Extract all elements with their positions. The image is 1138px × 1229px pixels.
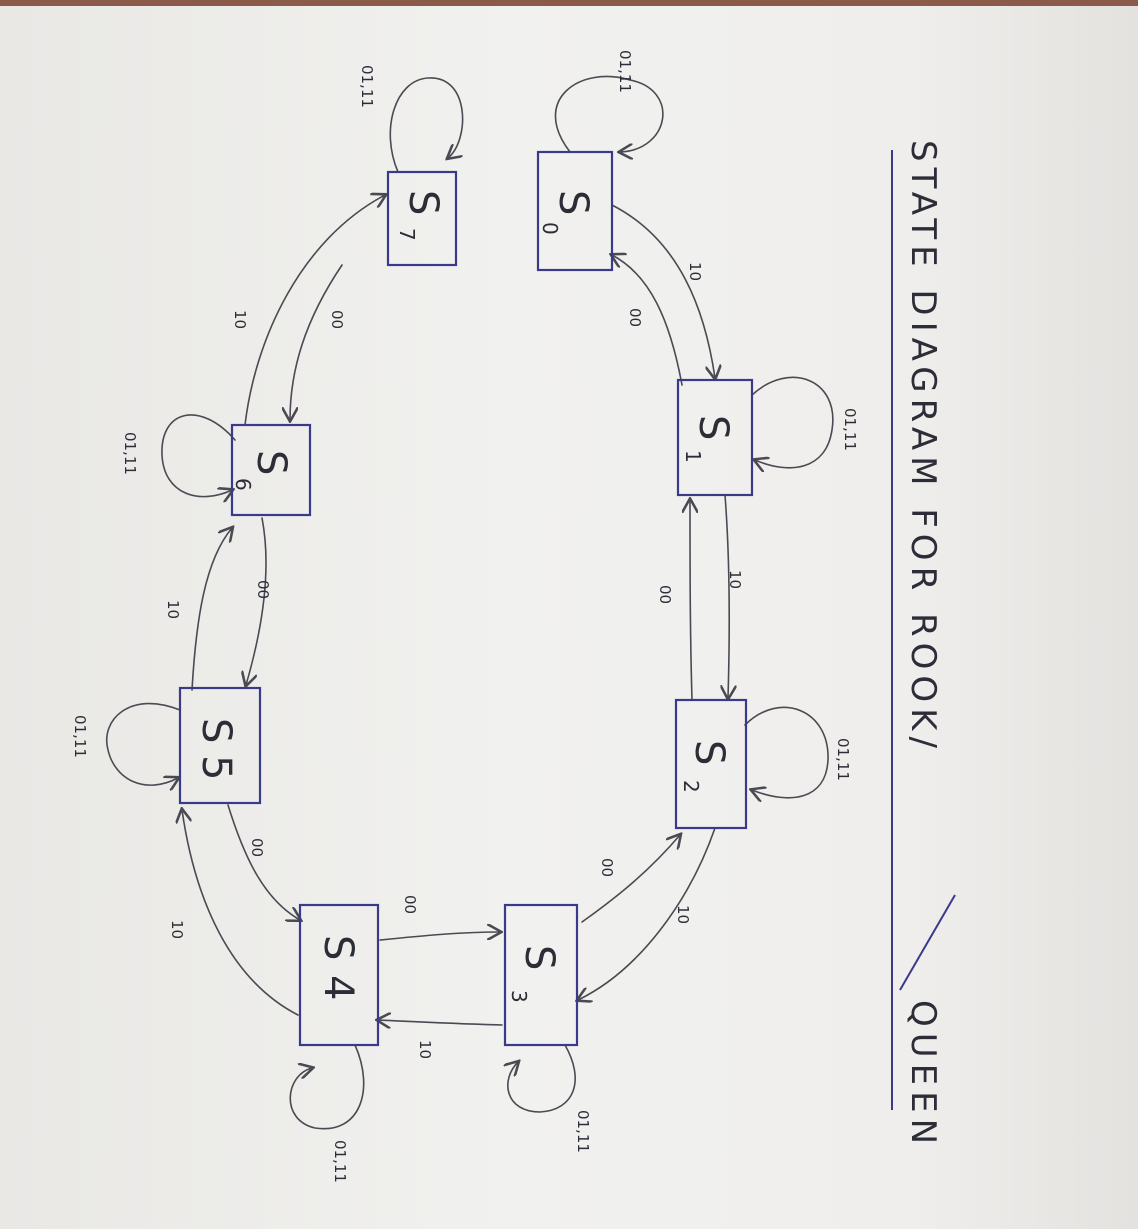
label-self-s0: 01,11 xyxy=(616,50,634,93)
label-s4-s3: 00 xyxy=(401,895,419,914)
state-letter-s2: S xyxy=(686,740,732,765)
state-sub-s4: 4 xyxy=(315,975,361,1000)
state-sub-s0: 0 xyxy=(538,222,562,235)
arrow-s1-s2 xyxy=(725,494,729,698)
label-self-s6: 01,11 xyxy=(121,432,139,475)
label-s6-s7: 10 xyxy=(231,310,249,329)
background-edge xyxy=(0,0,1138,6)
self-loop-s3 xyxy=(508,1044,576,1113)
state-sub-s6: 6 xyxy=(231,478,255,491)
label-self-s4: 01,11 xyxy=(331,1140,349,1183)
self-loop-s2 xyxy=(744,706,829,797)
arrow-s6-s7 xyxy=(244,195,385,426)
label-self-s3: 01,11 xyxy=(574,1110,592,1153)
state-letter-s6: S xyxy=(248,450,294,475)
label-self-s5: 01,11 xyxy=(71,715,89,758)
state-sub-s5: 5 xyxy=(193,755,239,780)
arrow-s1-s0 xyxy=(612,255,683,386)
state-letter-s5: S xyxy=(193,718,239,743)
title-line-2: QUEEN xyxy=(903,1000,943,1150)
self-loops xyxy=(105,75,834,1130)
state-letter-s1: S xyxy=(690,415,736,440)
label-s3-s2: 00 xyxy=(598,858,616,877)
label-s0-s1: 10 xyxy=(686,262,704,281)
arrow-s0-s1 xyxy=(611,204,715,378)
label-s5-s6: 10 xyxy=(164,600,182,619)
state-s2: S 2 xyxy=(674,698,748,830)
transition-labels: 10 00 10 00 10 00 00 10 10 00 00 10 00 1… xyxy=(71,50,859,1183)
label-s2-s1: 00 xyxy=(656,585,674,604)
state-sub-s1: 1 xyxy=(681,450,705,463)
label-s2-s3: 10 xyxy=(674,905,692,924)
self-loop-s7 xyxy=(389,77,464,173)
state-box-s7 xyxy=(386,170,458,267)
title-line-1: STATE DIAGRAM FOR ROOK/ xyxy=(903,140,943,754)
self-loop-s6 xyxy=(161,414,235,497)
label-s4-s5: 10 xyxy=(168,920,186,939)
arrow-s3-s2 xyxy=(581,835,680,923)
self-loop-s1 xyxy=(752,376,834,467)
state-box-s0 xyxy=(536,150,614,272)
title-slash xyxy=(899,894,956,991)
arrow-s4-s5 xyxy=(182,810,299,1016)
state-s5: S 5 xyxy=(178,686,262,805)
self-loop-s0 xyxy=(554,75,664,152)
state-s0: S 0 xyxy=(536,150,614,272)
state-letter-s0: S xyxy=(550,190,596,215)
arrow-s5-s6 xyxy=(191,528,232,691)
state-sub-s2: 2 xyxy=(679,780,703,793)
state-s1: S 1 xyxy=(676,378,754,497)
state-s3: S 3 xyxy=(503,903,579,1047)
state-letter-s7: S xyxy=(400,190,446,215)
label-s1-s0: 00 xyxy=(626,308,644,327)
arrow-s4-s3 xyxy=(379,932,500,941)
arrow-s5-s4 xyxy=(227,804,300,920)
state-box-s3 xyxy=(503,903,579,1047)
arrow-s7-s6 xyxy=(290,264,343,420)
arrow-s2-s1 xyxy=(690,500,692,701)
arrow-s3-s4 xyxy=(378,1020,503,1025)
label-s3-s4: 10 xyxy=(416,1040,434,1059)
state-s4: S 4 xyxy=(298,903,380,1047)
state-box-s6 xyxy=(230,423,312,517)
label-s5-s4: 00 xyxy=(248,838,266,857)
diagram-title: STATE DIAGRAM FOR ROOK/ QUEEN xyxy=(891,140,956,1150)
state-box-s4 xyxy=(298,903,380,1047)
label-self-s1: 01,11 xyxy=(841,408,859,451)
state-sub-s3: 3 xyxy=(507,990,531,1003)
state-letter-s3: S xyxy=(516,945,562,970)
state-s6: S 6 xyxy=(230,423,312,517)
state-box-s1 xyxy=(676,378,754,497)
arrow-s2-s3 xyxy=(578,827,716,1000)
label-s1-s2: 10 xyxy=(726,570,744,589)
label-self-s7: 01,11 xyxy=(358,65,376,108)
arrow-s6-s5 xyxy=(246,517,267,685)
state-sub-s7: 7 xyxy=(395,228,419,241)
transition-arrows xyxy=(182,195,729,1025)
state-box-s2 xyxy=(674,698,748,830)
state-letter-s4: S xyxy=(315,935,361,960)
state-s7: S 7 xyxy=(386,170,458,267)
label-s6-s5: 00 xyxy=(254,580,272,599)
label-s7-s6: 00 xyxy=(328,310,346,329)
state-box-s5 xyxy=(178,686,262,805)
self-loop-s4 xyxy=(289,1044,365,1130)
self-loop-s5 xyxy=(105,702,180,786)
label-self-s2: 01,11 xyxy=(834,738,852,781)
